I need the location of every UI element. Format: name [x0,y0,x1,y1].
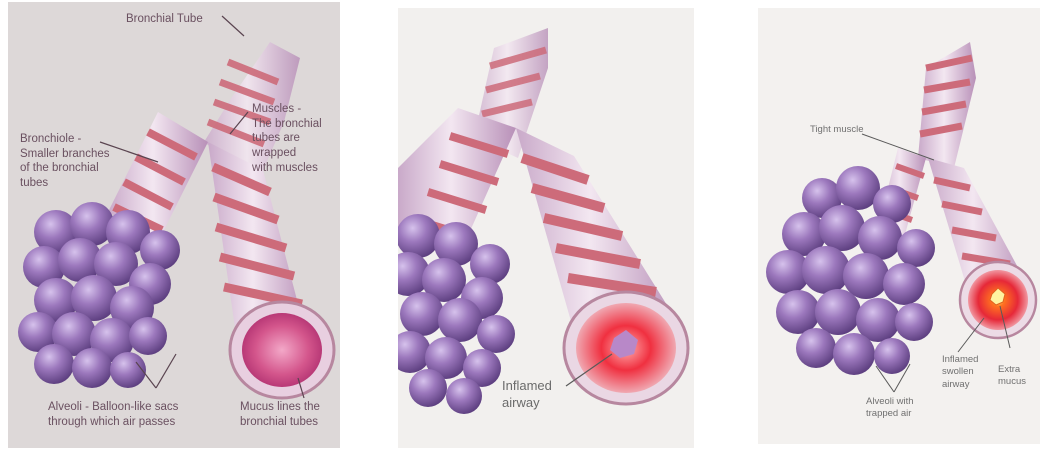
label-bronchiole: Bronchiole - Smaller branches of the bro… [20,132,109,191]
label-muscles: Muscles - The bronchial tubes are wrappe… [252,102,322,176]
label-extra-mucus: Extra mucus [998,364,1026,389]
normal-airway-illustration [8,2,340,448]
label-inflamed-swollen-airway: Inflamed swollen airway [942,354,978,391]
panel-normal-airway: Bronchial Tube Muscles - The bronchial t… [8,2,340,448]
label-mucus: Mucus lines the bronchial tubes [240,400,320,429]
label-tight-muscle: Tight muscle [810,124,864,136]
label-bronchial-tube: Bronchial Tube [126,12,203,27]
alveoli-cluster-trapped-air [766,166,935,375]
mucus-lumen [242,313,322,387]
label-inflamed-airway: Inflamed airway [502,378,552,411]
panel-inflamed-airway: Inflamed airway [398,8,694,448]
label-alveoli: Alveoli - Balloon-like sacs through whic… [48,400,178,429]
label-alveoli-trapped-air: Alveoli with trapped air [866,396,914,421]
panel-asthma-airway: Tight muscle Alveoli with trapped air In… [758,8,1040,444]
alveoli-cluster [398,214,515,414]
